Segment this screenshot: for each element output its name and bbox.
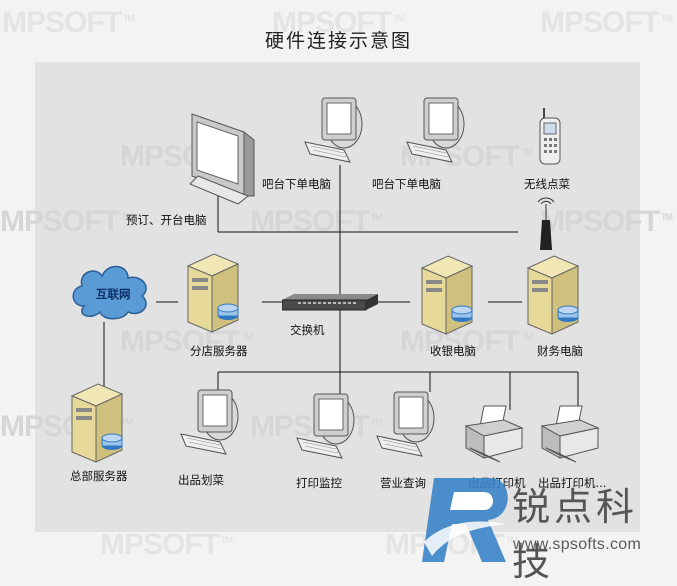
reservation-pc-icon [189,113,255,205]
label-wireless: 无线点菜 [524,177,570,191]
branch-server-icon [186,253,240,333]
label-bar-pc-1: 吧台下单电脑 [262,177,331,191]
printer-icon [540,405,600,463]
label-switch: 交换机 [290,323,325,337]
brand-r-logo-icon [422,478,508,562]
wireless-antenna-icon [537,197,555,250]
bar-pc-icon [304,97,363,163]
bar-pc-icon [406,97,465,163]
label-business-pc: 营业查询 [380,476,426,490]
hq-server-icon [70,383,124,463]
label-finance-pc: 财务电脑 [537,344,583,358]
label-hq-server: 总部服务器 [70,469,128,483]
label-printer-2: 出品打印机... [538,476,607,490]
internet-cloud-icon [72,265,147,320]
brand-url: www.spsofts.com [513,536,642,553]
business-pc-icon [376,391,435,457]
label-monitor-pc: 打印监控 [296,476,342,490]
cashier-pc-icon [420,255,474,335]
label-branch-server: 分店服务器 [190,344,248,358]
brand-logo: 锐点科技 www.spsofts.com [410,468,677,584]
connection-lines [103,165,579,410]
printer-icon [464,405,524,463]
brand-name: 锐点科技 [512,485,639,584]
label-dish-pc: 出品划菜 [178,473,224,487]
finance-pc-icon [526,255,580,335]
label-reservation-pc: 预订、开台电脑 [126,213,207,227]
dish-pc-icon [180,389,239,455]
network-switch-icon [282,294,378,311]
handheld-phone-icon [539,108,561,165]
diagram-title: 硬件连接示意图 [264,30,412,52]
label-internet: 互联网 [96,287,131,301]
label-bar-pc-2: 吧台下单电脑 [372,177,441,191]
monitor-pc-icon [296,393,355,459]
label-cashier-pc: 收银电脑 [430,344,476,358]
